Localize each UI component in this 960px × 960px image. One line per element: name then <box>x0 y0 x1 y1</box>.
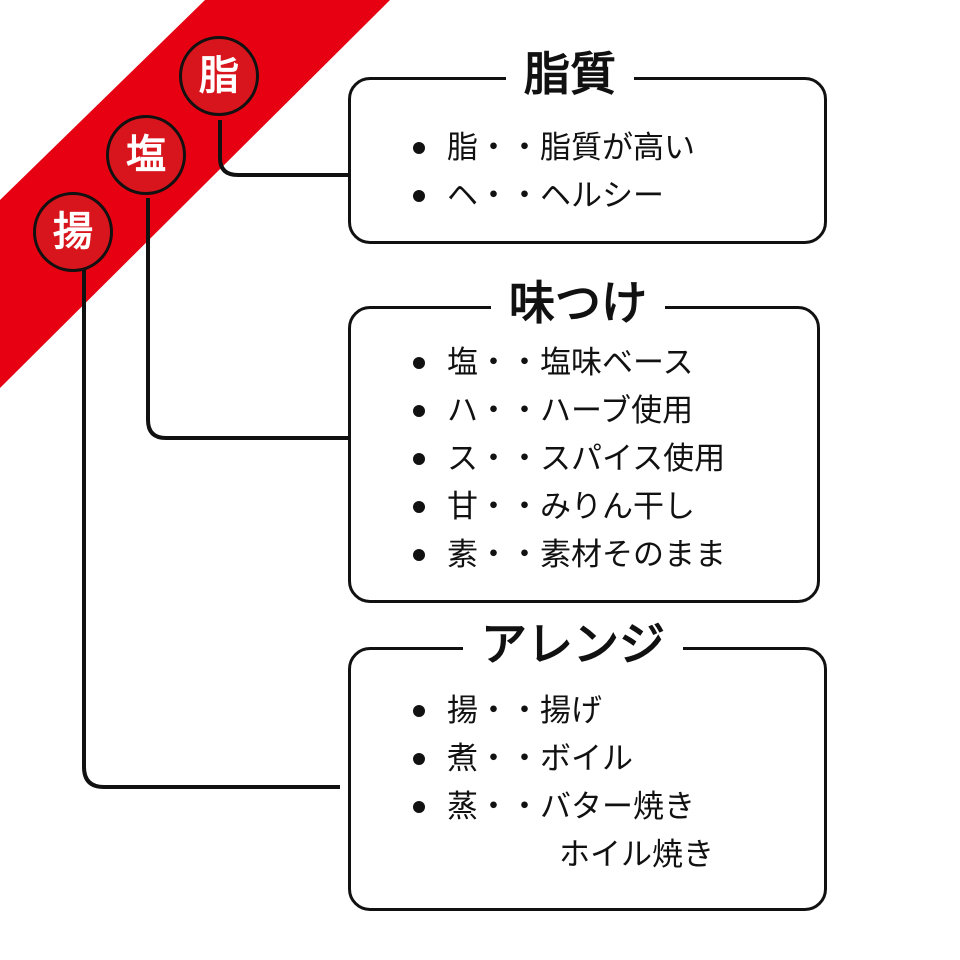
badge-char: 脂 <box>199 52 239 99</box>
section-box-seasoning: 味つけ 塩・・塩味ベース ハ・・ハーブ使用 ス・・スパイス使用 甘・・みりん干し… <box>348 275 820 603</box>
section-box-fat: 脂質 脂・・脂質が高い ヘ・・ヘルシー <box>348 46 827 244</box>
bullet <box>413 753 425 765</box>
bullet <box>413 142 425 154</box>
item-text: 甘・・みりん干し <box>447 489 695 525</box>
bullet <box>413 705 425 717</box>
list-item: 素・・素材そのまま <box>413 531 726 579</box>
item-text: ハ・・ハーブ使用 <box>447 393 694 429</box>
list-item: ヘ・・ヘルシー <box>413 172 695 220</box>
item-text: 脂・・脂質が高い <box>447 130 695 166</box>
bullet <box>413 501 425 513</box>
item-text: ヘ・・ヘルシー <box>447 178 664 214</box>
list-item: 揚・・揚げ <box>413 687 714 735</box>
list-item: 蒸・・バター焼きホイル焼き <box>413 783 714 879</box>
item-text: 蒸・・バター焼き <box>447 789 695 825</box>
item-list: 塩・・塩味ベース ハ・・ハーブ使用 ス・・スパイス使用 甘・・みりん干し 素・・… <box>413 339 726 579</box>
item-text: 塩・・塩味ベース <box>447 345 694 381</box>
red-diagonal-ribbon <box>0 0 390 388</box>
badge-circle-salt: 塩 <box>106 115 186 195</box>
item-text: 煮・・ボイル <box>447 741 633 777</box>
connector-line-seasoning <box>146 198 352 440</box>
section-title: 脂質 <box>506 46 634 102</box>
badge-char: 塩 <box>126 131 166 178</box>
bullet <box>413 190 425 202</box>
bullet <box>413 357 425 369</box>
bullet <box>413 549 425 561</box>
section-box-arrange: アレンジ 揚・・揚げ 煮・・ボイル 蒸・・バター焼きホイル焼き <box>348 616 827 911</box>
list-item: 脂・・脂質が高い <box>413 124 695 172</box>
badge-circle-fat: 脂 <box>179 36 259 116</box>
item-continuation: ホイル焼き <box>559 837 714 873</box>
bullet <box>413 801 425 813</box>
connector-line-arrange <box>82 270 340 789</box>
list-item: ス・・スパイス使用 <box>413 435 726 483</box>
item-text: 素・・素材そのまま <box>447 537 726 573</box>
item-list: 揚・・揚げ 煮・・ボイル 蒸・・バター焼きホイル焼き <box>413 687 714 879</box>
item-list: 脂・・脂質が高い ヘ・・ヘルシー <box>413 124 695 220</box>
badge-char: 揚 <box>53 208 93 255</box>
bullet <box>413 405 425 417</box>
section-title: 味つけ <box>491 275 665 331</box>
item-text: 揚・・揚げ <box>447 693 602 729</box>
connector-line-fat <box>218 120 352 177</box>
bullet <box>413 453 425 465</box>
list-item: ハ・・ハーブ使用 <box>413 387 726 435</box>
section-title: アレンジ <box>463 616 683 672</box>
list-item: 煮・・ボイル <box>413 735 714 783</box>
badge-circle-fried: 揚 <box>33 192 113 272</box>
list-item: 塩・・塩味ベース <box>413 339 726 387</box>
list-item: 甘・・みりん干し <box>413 483 726 531</box>
item-text: ス・・スパイス使用 <box>447 441 726 477</box>
